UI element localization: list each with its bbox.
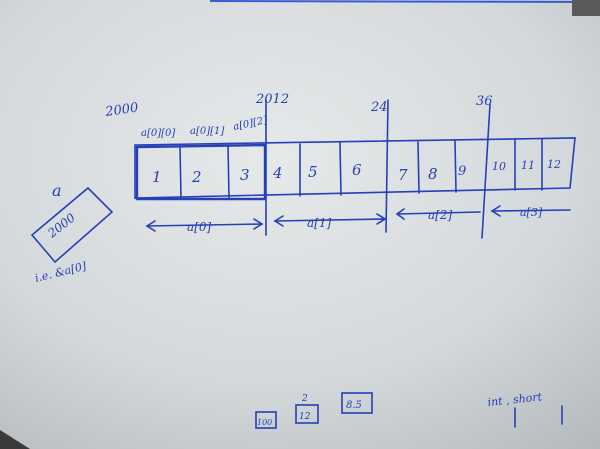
array-cell: 1 xyxy=(152,168,162,186)
pointer-box-outline xyxy=(30,186,114,264)
array-cell: 9 xyxy=(458,164,466,179)
row-label: a[1] xyxy=(307,216,331,230)
array-cell: 10 xyxy=(492,160,506,173)
scribble-text: 8.5 xyxy=(346,400,362,411)
element-label: a[0][1] xyxy=(190,126,224,137)
address-label: 36 xyxy=(476,94,493,109)
boundary-24 xyxy=(385,99,389,233)
array-cell: 12 xyxy=(547,158,561,171)
row-label: a[0] xyxy=(187,220,211,234)
address-label: 2012 xyxy=(255,92,289,107)
scribble-text: 12 xyxy=(299,412,311,422)
array-cell: 3 xyxy=(240,166,250,184)
type-note: int , short xyxy=(487,390,543,409)
row-label: a[3] xyxy=(520,206,543,219)
element-label: a[0][0] xyxy=(141,128,175,139)
first-row-box xyxy=(135,143,267,201)
address-label: 24 xyxy=(370,100,388,115)
boundary-36 xyxy=(481,103,491,239)
array-cell: 7 xyxy=(398,166,408,184)
array-cell: 4 xyxy=(272,164,283,182)
array-cell: 5 xyxy=(308,163,318,181)
array-outline xyxy=(134,137,576,199)
array-cell: 8 xyxy=(428,165,438,183)
row-label: a[2] xyxy=(428,208,452,222)
array-cell: 6 xyxy=(352,161,362,179)
array-cell: 2 xyxy=(191,168,202,186)
array-cell: 11 xyxy=(521,159,535,172)
pointer-name: a xyxy=(52,181,62,200)
address-label: 2000 xyxy=(103,101,139,121)
scribble-text: 2 xyxy=(301,394,308,404)
scribble-text: 100 xyxy=(257,418,272,427)
